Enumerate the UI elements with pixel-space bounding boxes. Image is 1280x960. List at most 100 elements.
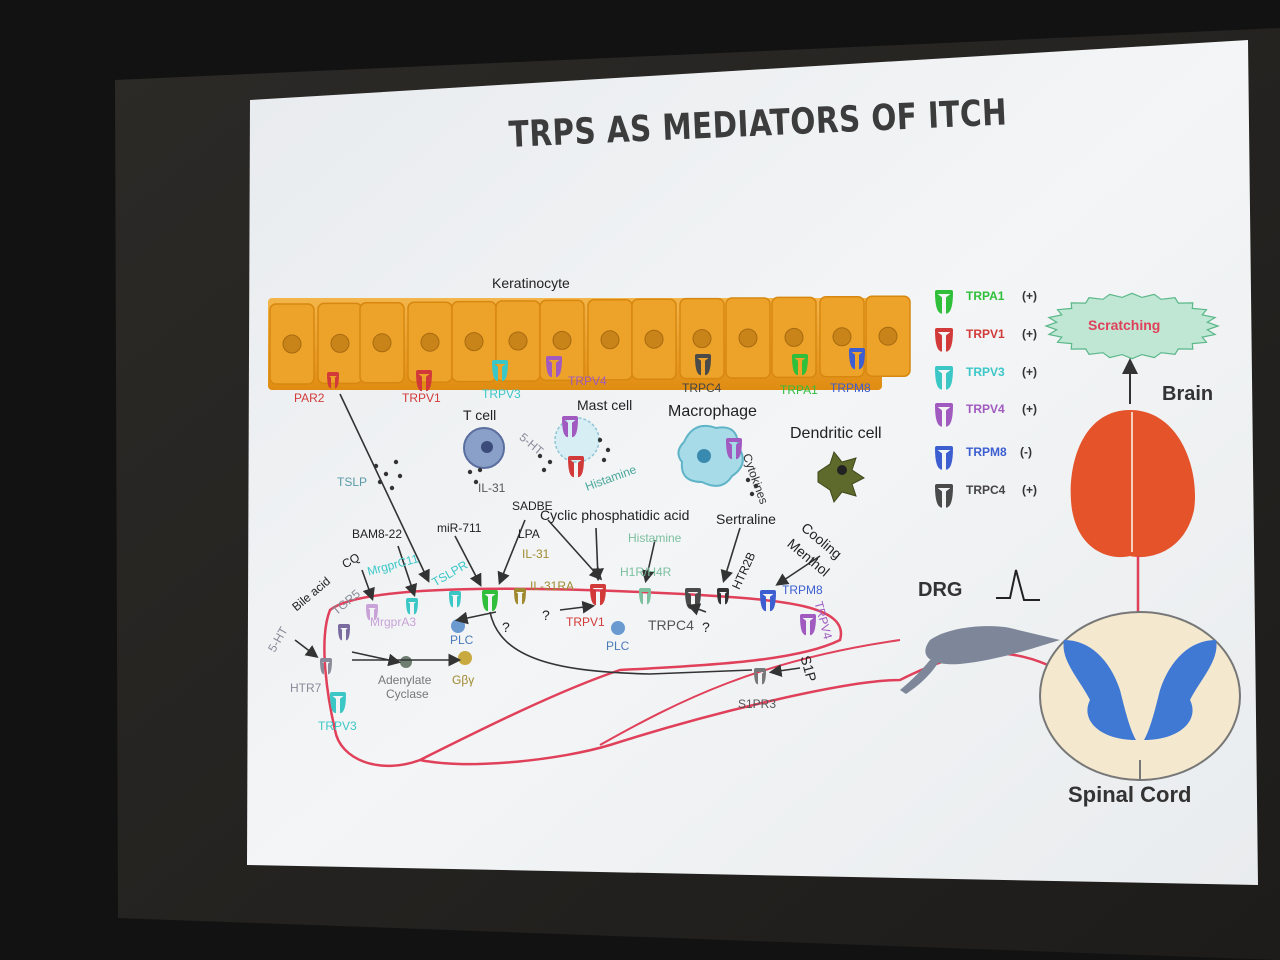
il31ra-label: IL-31RA [530, 579, 575, 593]
mediator-dot [473, 479, 479, 485]
trpv3-kera-label: TRPV3 [482, 387, 521, 401]
keratinocyte-nucleus [784, 327, 804, 347]
gby-node [458, 651, 472, 665]
dendritic-cell-body [817, 450, 865, 504]
legend-trpm8-name: TRPM8 [966, 445, 1007, 459]
tslp-label: TSLP [337, 475, 368, 489]
plc-1-label: PLC [450, 633, 474, 647]
pathway-arrow [720, 527, 741, 584]
trpv3-kera-glyph-left [492, 362, 498, 382]
legend-trpv1-sign: (+) [1022, 327, 1037, 341]
htr2b-glyph-right [725, 590, 729, 605]
plc-1-node [451, 619, 465, 633]
keratinocyte-nucleus [508, 331, 528, 351]
sadbe-label: SADBE [512, 499, 553, 513]
plc-2-label: PLC [606, 639, 630, 653]
mrgprc11-glyph-right [374, 606, 378, 621]
axon-to-spinal-cord [419, 651, 1141, 766]
trpa1-kera-glyph-right [802, 356, 808, 376]
trpv1-kera-glyph-right [426, 372, 432, 392]
cyclase-label: Cyclase [386, 687, 429, 701]
legend-glyph-trpv3-right [946, 368, 953, 390]
keratinocyte-nucleus [878, 326, 898, 346]
spinal-cord-label: Spinal Cord [1068, 782, 1192, 807]
dendritic-nucleus [837, 465, 847, 475]
drg-label: DRG [918, 579, 963, 601]
plc-2-node [611, 621, 625, 635]
trpm8-neuron-glyph-right [770, 592, 776, 612]
trpc4-kera-label: TRPC4 [682, 381, 722, 395]
tslpr-glyph-cap [449, 591, 461, 595]
htr2b-glyph-cap [717, 588, 729, 592]
trpv4-kera-glyph-right [556, 358, 562, 378]
trpv3-kera-glyph-cap [492, 360, 508, 364]
legend-glyph-trpc4-left [935, 486, 942, 508]
trpc4-neuron-glyph-cap [685, 588, 701, 592]
lpa-label: LPA [518, 527, 540, 541]
pathway-arrow [454, 535, 482, 587]
mediator-dot [601, 457, 607, 463]
pathway-arrow [361, 569, 375, 602]
mrgpra3-glyph-cap [406, 598, 418, 602]
trpa1-neuron-glyph-right [492, 592, 498, 612]
mast-cell-label: Mast cell [577, 397, 633, 413]
h1r-glyph-cap [639, 588, 651, 592]
mrgprc11-glyph-cap [366, 604, 378, 608]
pathway-arrow [497, 519, 526, 585]
adenylate-node [400, 656, 412, 668]
scratching-label: Scratching [1088, 317, 1161, 333]
bam822-label: BAM8-22 [352, 527, 403, 541]
tcell-label: T cell [463, 407, 497, 423]
legend-glyph-trpv3-left [935, 368, 942, 390]
legend-glyph-trpm8-right [946, 448, 953, 470]
gray-matter-right [1144, 640, 1217, 740]
drg-ganglion [925, 626, 1060, 665]
s1pr3-glyph-left [754, 670, 758, 685]
trpc4-kera-glyph-left [695, 356, 701, 376]
pathway-arrow [687, 603, 707, 616]
mrgpra3-glyph-right [414, 600, 418, 615]
trpv4-kera-label: TRPV4 [568, 374, 607, 388]
s1pr3-feedback-line [489, 611, 753, 675]
il31ra-glyph-right [522, 590, 526, 605]
trpa1-kera-glyph-cap [792, 354, 808, 358]
trpv1-neuron-glyph-right [600, 586, 606, 606]
trpc4-kera-glyph-cap [695, 354, 711, 358]
legend-trpc4-name: TRPC4 [966, 483, 1006, 497]
par2-glyph-left [327, 374, 331, 389]
keratinocyte-nucleus [420, 332, 440, 352]
mediator-dot [477, 467, 483, 473]
pathway-arrow [397, 545, 418, 598]
gby-label: Gβγ [452, 673, 475, 687]
gray-matter-left [1063, 640, 1136, 740]
macrophage-trpv4-glyph-left [726, 440, 732, 460]
question-1: ? [502, 619, 510, 635]
tslpr-glyph-right [457, 593, 461, 608]
trpm8-kera-glyph-cap [849, 348, 865, 352]
pathway-arrow [591, 527, 605, 582]
sertraline-label: Sertraline [716, 511, 776, 527]
tslpr-glyph-left [449, 593, 453, 608]
slide-surface [247, 40, 1258, 885]
dendritic-cell-label: Dendritic cell [790, 425, 882, 442]
legend-trpv3-name: TRPV3 [966, 365, 1005, 379]
s1pr3-label: S1PR3 [738, 697, 777, 711]
legend-trpm8-sign: (-) [1020, 445, 1032, 459]
legend-glyph-trpm8-left [935, 448, 942, 470]
mast-trpv1-glyph-right [578, 458, 584, 478]
scratching-burst [1044, 292, 1220, 360]
trpv4-neuron-glyph-left [800, 616, 806, 636]
trpv4-kera-glyph-cap [546, 356, 562, 360]
keratinocyte-nucleus [738, 328, 758, 348]
mrgprc11-glyph-left [366, 606, 370, 621]
macrophage-trpv4-glyph-right [736, 440, 742, 460]
par2-glyph-right [335, 374, 339, 389]
legend-glyph-trpv1-cap [935, 328, 953, 332]
keratinocyte-nucleus [330, 333, 350, 353]
mediator-dot [397, 473, 403, 479]
htr7-label: HTR7 [290, 681, 322, 695]
legend-glyph-trpa1-left [935, 292, 942, 314]
pathway-arrow [547, 519, 603, 581]
pathway-arrow [294, 639, 319, 658]
